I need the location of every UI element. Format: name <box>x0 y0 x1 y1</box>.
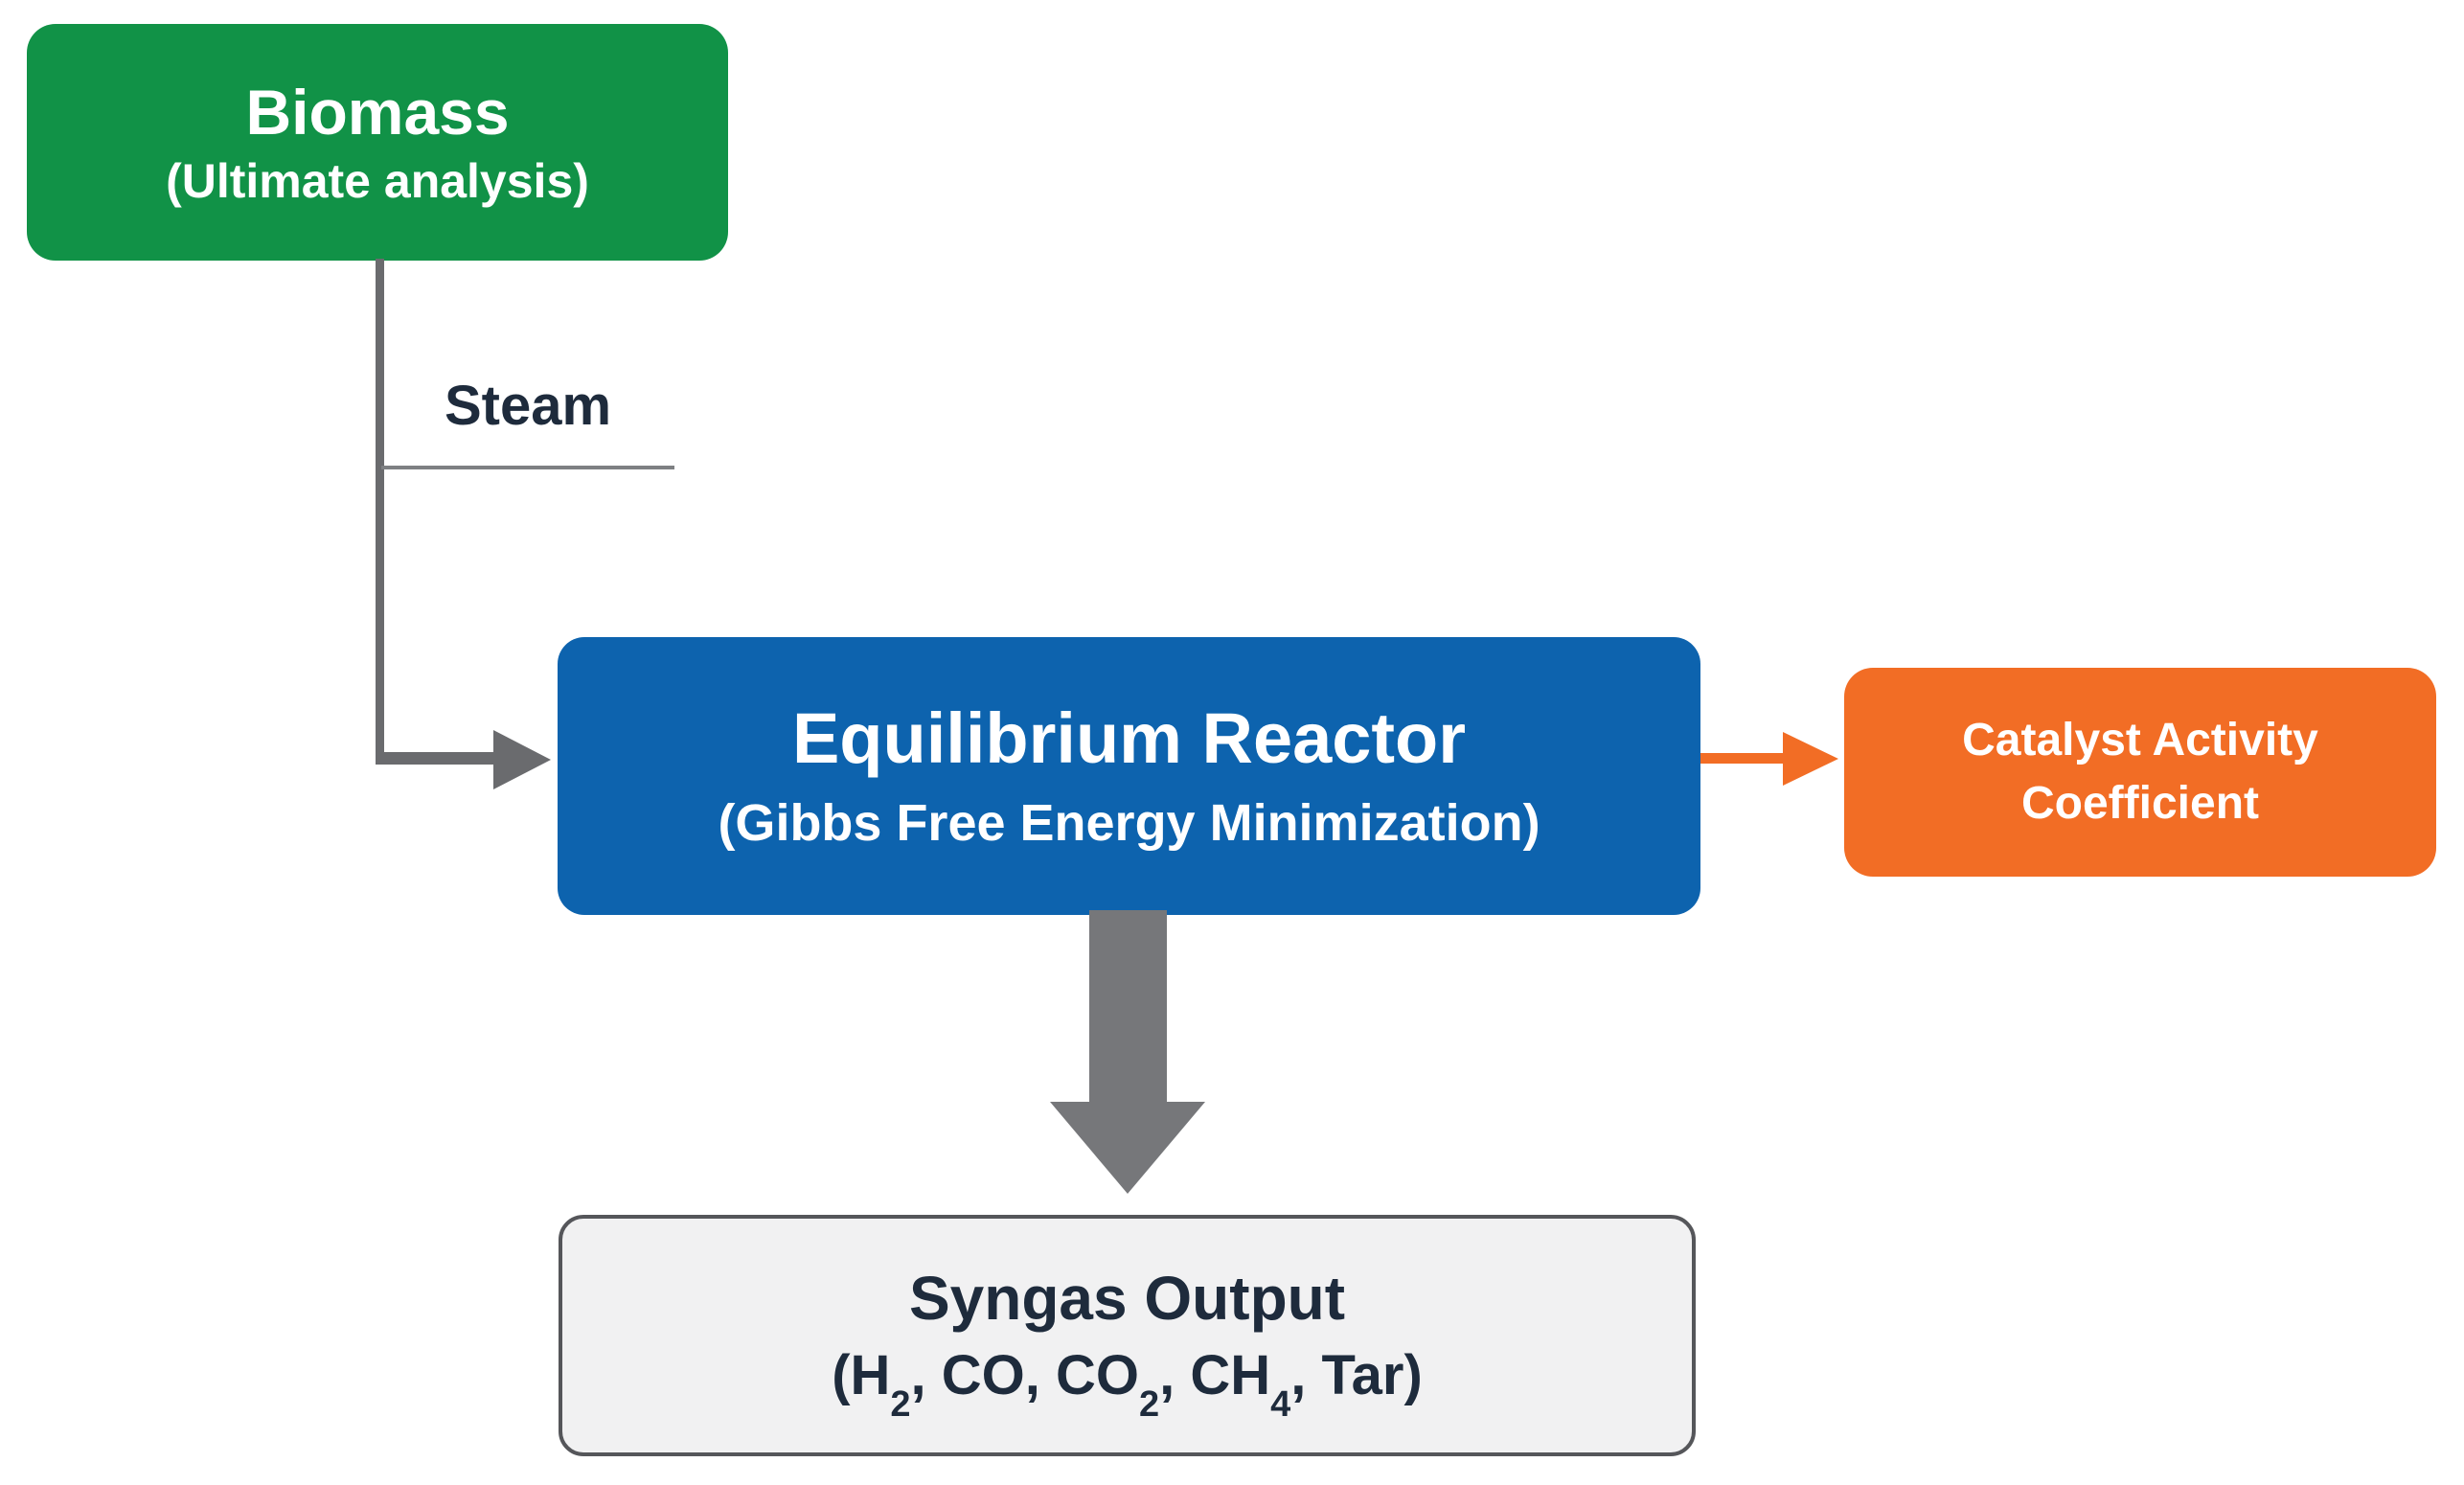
formula-segment: , Tar) <box>1290 1344 1423 1406</box>
equilibrium-reactor-subtitle: (Gibbs Free Energy Minimization) <box>718 794 1540 852</box>
equilibrium-reactor-node: Equilibrium Reactor (Gibbs Free Energy M… <box>558 637 1700 915</box>
catalyst-activity-node: Catalyst Activity Coefficient <box>1844 668 2436 877</box>
catalyst-activity-line2: Coefficient <box>2020 778 2259 829</box>
formula-segment: , CH <box>1159 1344 1271 1406</box>
formula-subscript: 2 <box>1139 1383 1160 1425</box>
biomass-title: Biomass <box>245 76 510 148</box>
catalyst-activity-line1: Catalyst Activity <box>1962 715 2318 765</box>
syngas-output-title: Syngas Output <box>908 1264 1346 1333</box>
syngas-formula: (H2, CO, CO2, CH4, Tar) <box>832 1348 1423 1423</box>
formula-segment: (H <box>832 1344 891 1406</box>
biomass-node: Biomass (Ultimate analysis) <box>27 24 728 261</box>
reactor-to-syngas-arrow-shaft <box>1089 910 1167 1104</box>
formula-subscript: 2 <box>890 1383 911 1425</box>
steam-label: Steam <box>444 375 612 437</box>
reactor-to-syngas-arrowhead-icon <box>1050 1102 1205 1194</box>
formula-subscript: 4 <box>1270 1383 1291 1425</box>
biomass-subtitle: (Ultimate analysis) <box>166 153 589 208</box>
equilibrium-reactor-title: Equilibrium Reactor <box>791 698 1467 778</box>
biomass-to-reactor-arrowhead-icon <box>493 730 551 789</box>
biomass-to-reactor-connector-horizontal <box>376 752 496 765</box>
syngas-output-node: Syngas Output (H2, CO, CO2, CH4, Tar) <box>559 1215 1696 1456</box>
reactor-to-catalyst-arrowhead-icon <box>1783 732 1838 786</box>
formula-segment: , CO, CO <box>910 1344 1140 1406</box>
steam-underline <box>381 466 674 469</box>
reactor-to-catalyst-arrow-shaft <box>1700 753 1787 764</box>
biomass-to-reactor-connector-vertical <box>376 259 384 765</box>
